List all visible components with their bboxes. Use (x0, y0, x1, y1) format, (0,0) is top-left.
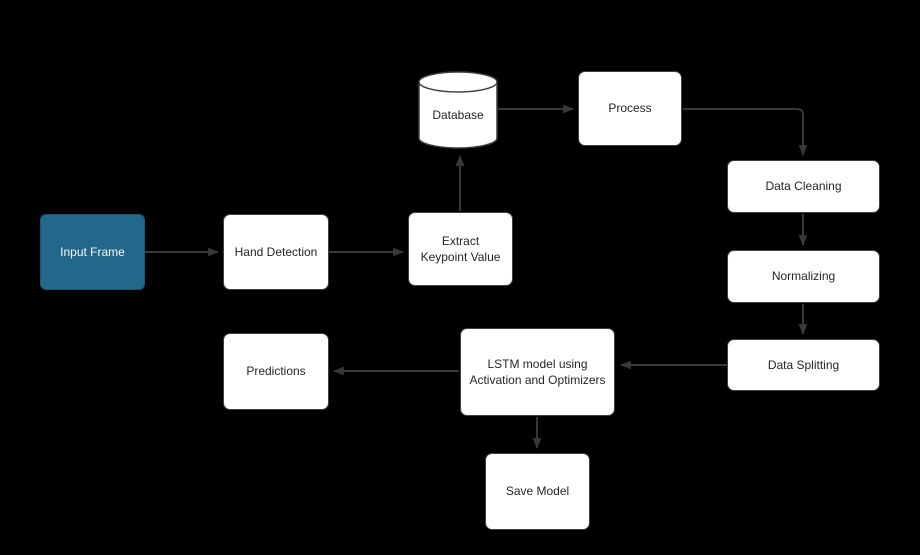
node-process: Process (578, 71, 682, 146)
node-extract-keypoint-value-label: Extract Keypoint Value (420, 233, 501, 264)
node-lstm-model: LSTM model using Activation and Optimize… (460, 328, 615, 416)
node-data-splitting-label: Data Splitting (767, 357, 840, 372)
node-save-model: Save Model (485, 453, 590, 530)
node-normalizing-label: Normalizing (771, 269, 836, 284)
node-lstm-model-label: LSTM model using Activation and Optimize… (469, 356, 606, 387)
node-data-cleaning-label: Data Cleaning (765, 179, 842, 194)
node-save-model-label: Save Model (505, 484, 570, 499)
node-normalizing: Normalizing (727, 250, 880, 303)
node-process-label: Process (608, 101, 652, 116)
edge-process-to-data-cleaning (683, 108, 808, 157)
node-database-label: Database (432, 108, 484, 122)
database-cylinder-shape (418, 71, 498, 149)
node-database: Database (419, 100, 497, 130)
node-predictions: Predictions (223, 333, 329, 410)
node-data-splitting: Data Splitting (727, 339, 880, 391)
node-extract-keypoint-value: Extract Keypoint Value (408, 212, 513, 286)
node-data-cleaning: Data Cleaning (727, 160, 880, 213)
node-hand-detection: Hand Detection (223, 214, 329, 290)
node-input-frame-label: Input Frame (60, 244, 125, 259)
node-predictions-label: Predictions (246, 364, 306, 379)
node-hand-detection-label: Hand Detection (234, 244, 318, 259)
node-input-frame: Input Frame (40, 214, 145, 290)
